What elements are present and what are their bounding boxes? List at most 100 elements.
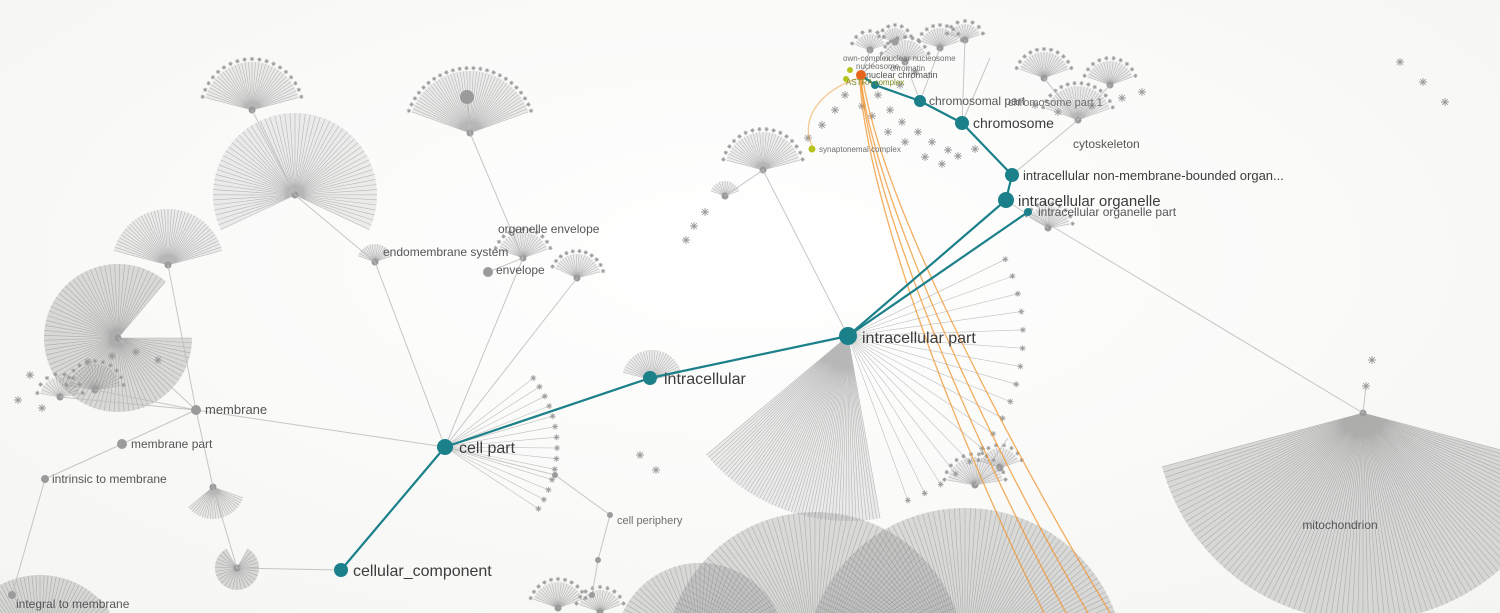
node-label-intrinsic-to-membrane[interactable]: intrinsic to membrane [52,472,167,486]
node-label-chromatin[interactable]: chromatin [890,64,925,73]
node-label-own-complex[interactable]: own-complex [843,54,890,63]
node-nucleosome-link[interactable] [871,81,879,89]
node-nucleosome[interactable] [856,70,866,80]
collapsed-subtree-fan[interactable] [706,332,881,522]
collapsed-subtree-fan[interactable] [0,574,110,613]
fan-lines [1162,412,1500,613]
collapsed-subtree-fan[interactable] [1082,56,1138,89]
graph-edge [1043,77,1079,121]
node-chromosomal-part[interactable] [914,95,926,107]
node-synaptonemal-complex[interactable] [808,145,816,153]
node-label-astra-complex[interactable]: ASTRA complex [846,78,904,87]
graph-edge [236,567,342,571]
node-intracellular-non-membrane-bounded-organelle[interactable] [1005,168,1019,182]
node-intracellular-organelle-part[interactable] [1024,208,1032,216]
node-label-membrane-part[interactable]: membrane part [131,437,213,451]
collapsed-subtree-fan[interactable] [976,443,1024,472]
ray-tip-stars [530,375,560,512]
node-periphery-1[interactable] [552,472,558,478]
node-intracellular[interactable] [643,371,657,385]
collapsed-subtree-fan[interactable] [876,22,914,46]
graph-edge [961,57,991,124]
node-label-chromosome[interactable]: chromosome [973,115,1054,131]
fan-tip-stars [200,56,304,99]
node-label-nuclear-nucleosome[interactable]: nuclear nucleosome [884,54,956,63]
collapsed-subtree-fan[interactable] [493,226,553,262]
fan-lines [622,350,682,381]
fan-lines [533,582,583,609]
collapsed-subtree-fan[interactable] [672,512,959,613]
collapsed-subtree-fan[interactable] [200,56,304,114]
collapsed-subtree-fan[interactable] [1014,46,1074,82]
fan-tip-stars [1041,81,1115,110]
collapsed-subtree-fan[interactable] [1041,81,1115,124]
node-green-node-2[interactable] [843,76,849,82]
node-periphery-3[interactable] [595,557,601,563]
fan-lines [947,457,1003,486]
collapsed-subtree-fan[interactable] [113,208,223,269]
node-periphery-2[interactable] [607,512,613,518]
node-label-nucleosome[interactable]: nucleosome [856,62,900,71]
collapsed-subtree-fan[interactable] [212,113,378,230]
collapsed-subtree-fan[interactable] [188,483,244,520]
collapsed-subtree-fan[interactable] [35,372,85,401]
collapsed-subtree-fan[interactable] [620,562,780,613]
fan-apex-node[interactable] [554,604,562,612]
node-cluster-circle[interactable] [460,90,474,104]
collapsed-subtree-fan[interactable] [721,127,805,174]
node-label-nuclear-chromatin[interactable]: nuclear chromatin [866,70,938,80]
fan-lines [881,28,909,43]
graph-edge [94,389,197,411]
collapsed-subtree-fan[interactable] [550,248,606,282]
graph-edge [374,261,446,448]
node-green-node-1[interactable] [847,67,853,73]
node-intracellular-organelle[interactable] [998,192,1014,208]
collapsed-subtree-fan[interactable] [812,508,1118,613]
collapsed-subtree-fan[interactable] [849,28,891,54]
collapsed-node-stars[interactable] [14,58,1449,474]
fan-apex-node[interactable] [891,38,899,46]
node-label-cell-periphery[interactable]: cell periphery [617,515,683,527]
collapsed-subtree-fan[interactable] [916,22,964,52]
node-label-cytoskeleton[interactable]: cytoskeleton [1073,137,1140,151]
fan-apex-node[interactable] [596,608,604,613]
node-membrane-part[interactable] [117,439,127,449]
highlighted-path-edge [846,198,1008,338]
node-label-chromosome-part[interactable]: chromosome part 1 [1008,97,1103,109]
node-label-intracellular[interactable]: intracellular [664,371,746,388]
collapsed-subtree-fan[interactable] [944,18,986,44]
node-label-non-membrane-bounded[interactable]: intracellular non-membrane-bounded organ… [1023,168,1284,183]
node-chromosome[interactable] [955,116,969,130]
node-intracellular-part[interactable] [839,327,857,345]
node-label-endomembrane-system[interactable]: endomembrane system [383,245,508,259]
node-membrane[interactable] [191,405,201,415]
node-label-integral-to-membrane[interactable]: integral to membrane [16,597,130,611]
node-label-cell-part[interactable]: cell part [459,440,516,457]
graph-edge [860,43,894,76]
node-label-cellular-component[interactable]: cellular_component [353,563,492,580]
node-label-chromosomal-part[interactable]: chromosomal part [929,94,1026,108]
collapsed-subtree-fan[interactable] [710,181,740,200]
collapsed-subtree-fan[interactable] [1162,409,1500,613]
collapsed-subtree-fan[interactable] [528,576,588,612]
node-label-synaptonemal-complex[interactable]: synaptonemal complex [819,145,901,154]
node-label-mitochondrion[interactable]: mitochondrion [1302,518,1377,532]
node-label-envelope[interactable]: envelope [496,263,545,277]
node-label-membrane[interactable]: membrane [205,402,267,417]
node-periphery-4[interactable] [589,592,595,598]
node-integral-to-membrane[interactable] [8,591,16,599]
node-label-organelle-envelope[interactable]: organelle envelope [498,222,600,236]
node-cellular-component[interactable] [334,563,348,577]
fan-lines [921,28,959,49]
collapsed-subtree-fan[interactable] [43,263,193,413]
node-label-intracellular-organelle[interactable]: intracellular organelle [1018,193,1161,210]
node-label-intracellular-organelle-part[interactable]: intracellular organelle part [1038,205,1177,219]
node-envelope[interactable] [483,267,493,277]
node-cell-part[interactable] [437,439,453,455]
node-intrinsic-to-membrane[interactable] [41,475,49,483]
fan-lines [884,40,926,63]
highlighted-path-edge [846,210,1030,338]
collapsed-subtree-fan[interactable] [214,548,260,590]
node-label-intracellular-part[interactable]: intracellular part [862,330,976,347]
